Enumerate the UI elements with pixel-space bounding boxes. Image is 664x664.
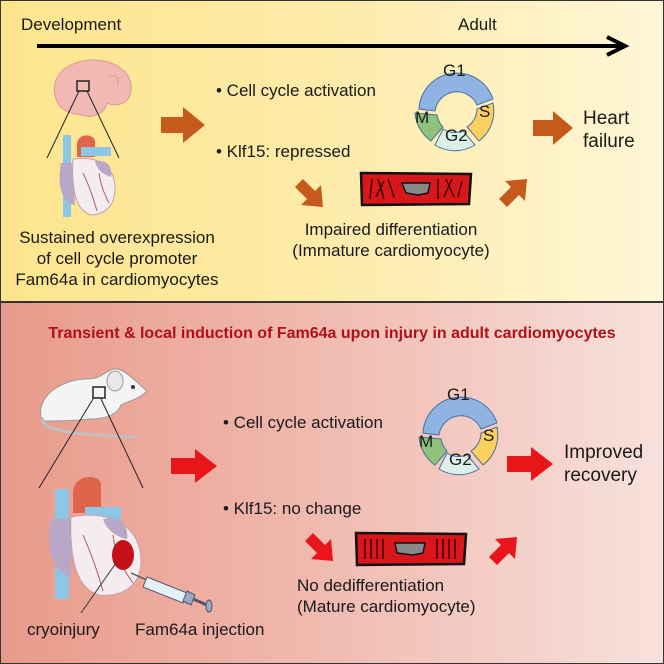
right-arrow-icon: [533, 111, 573, 145]
injection-label: Fam64a injection: [135, 620, 265, 639]
cell-cycle-diagram: [418, 396, 499, 476]
heart-icon: [59, 135, 116, 217]
panel-title: Transient & local induction of Fam64a up…: [48, 325, 616, 342]
phase-g2: G2: [449, 450, 472, 469]
adult-label: Adult: [458, 15, 497, 34]
zoom-lines: [46, 90, 120, 159]
mouse-icon: [40, 368, 148, 439]
phase-s: S: [483, 426, 495, 445]
injury-pointer-line: [80, 562, 117, 614]
phase-g2: G2: [445, 126, 468, 145]
phase-m: M: [419, 432, 434, 451]
timeline-arrow: [37, 35, 630, 57]
cell-cycle-diagram: [414, 72, 495, 152]
right-arrow-icon: [161, 107, 205, 143]
phase-g1: G1: [447, 385, 470, 404]
development-panel: Development Adult Sustained overexpressi…: [0, 0, 664, 302]
improved-recovery-outcome: Improved recovery: [564, 442, 644, 486]
cryoinjury-label: cryoinjury: [27, 620, 100, 639]
up-right-arrow-icon: [499, 179, 527, 207]
heart-icon: [48, 477, 142, 599]
no-dedifferentiation-caption: No dedifferentiation (Mature cardiomyocy…: [297, 576, 476, 616]
syringe-icon: [130, 572, 213, 613]
down-right-arrow-icon: [295, 179, 323, 207]
development-label: Development: [21, 15, 122, 34]
immature-cardiomyocyte-icon: [359, 171, 473, 207]
bullet-klf15: • Klf15: no change: [223, 499, 362, 518]
up-right-arrow-icon: [489, 537, 517, 565]
down-right-arrow-icon: [305, 533, 333, 561]
right-arrow-icon: [171, 449, 217, 483]
right-arrow-icon: [507, 447, 553, 481]
impaired-differentiation-caption: Impaired differentiation (Immature cardi…: [292, 220, 490, 260]
injury-panel: Transient & local induction of Fam64a up…: [0, 302, 664, 664]
phase-s: S: [479, 102, 491, 121]
overexpression-caption: Sustained overexpression of cell cycle p…: [15, 228, 219, 289]
phase-g1: G1: [443, 61, 466, 80]
zoom-lines: [38, 398, 144, 489]
bullet-klf15: • Klf15: repressed: [216, 142, 351, 161]
heart-failure-outcome: Heart failure: [583, 108, 635, 152]
bullet-cell-cycle: • Cell cycle activation: [216, 81, 376, 100]
phase-m: M: [415, 108, 430, 127]
mature-cardiomyocyte-icon: [354, 531, 468, 567]
bullet-cell-cycle: • Cell cycle activation: [223, 413, 383, 432]
